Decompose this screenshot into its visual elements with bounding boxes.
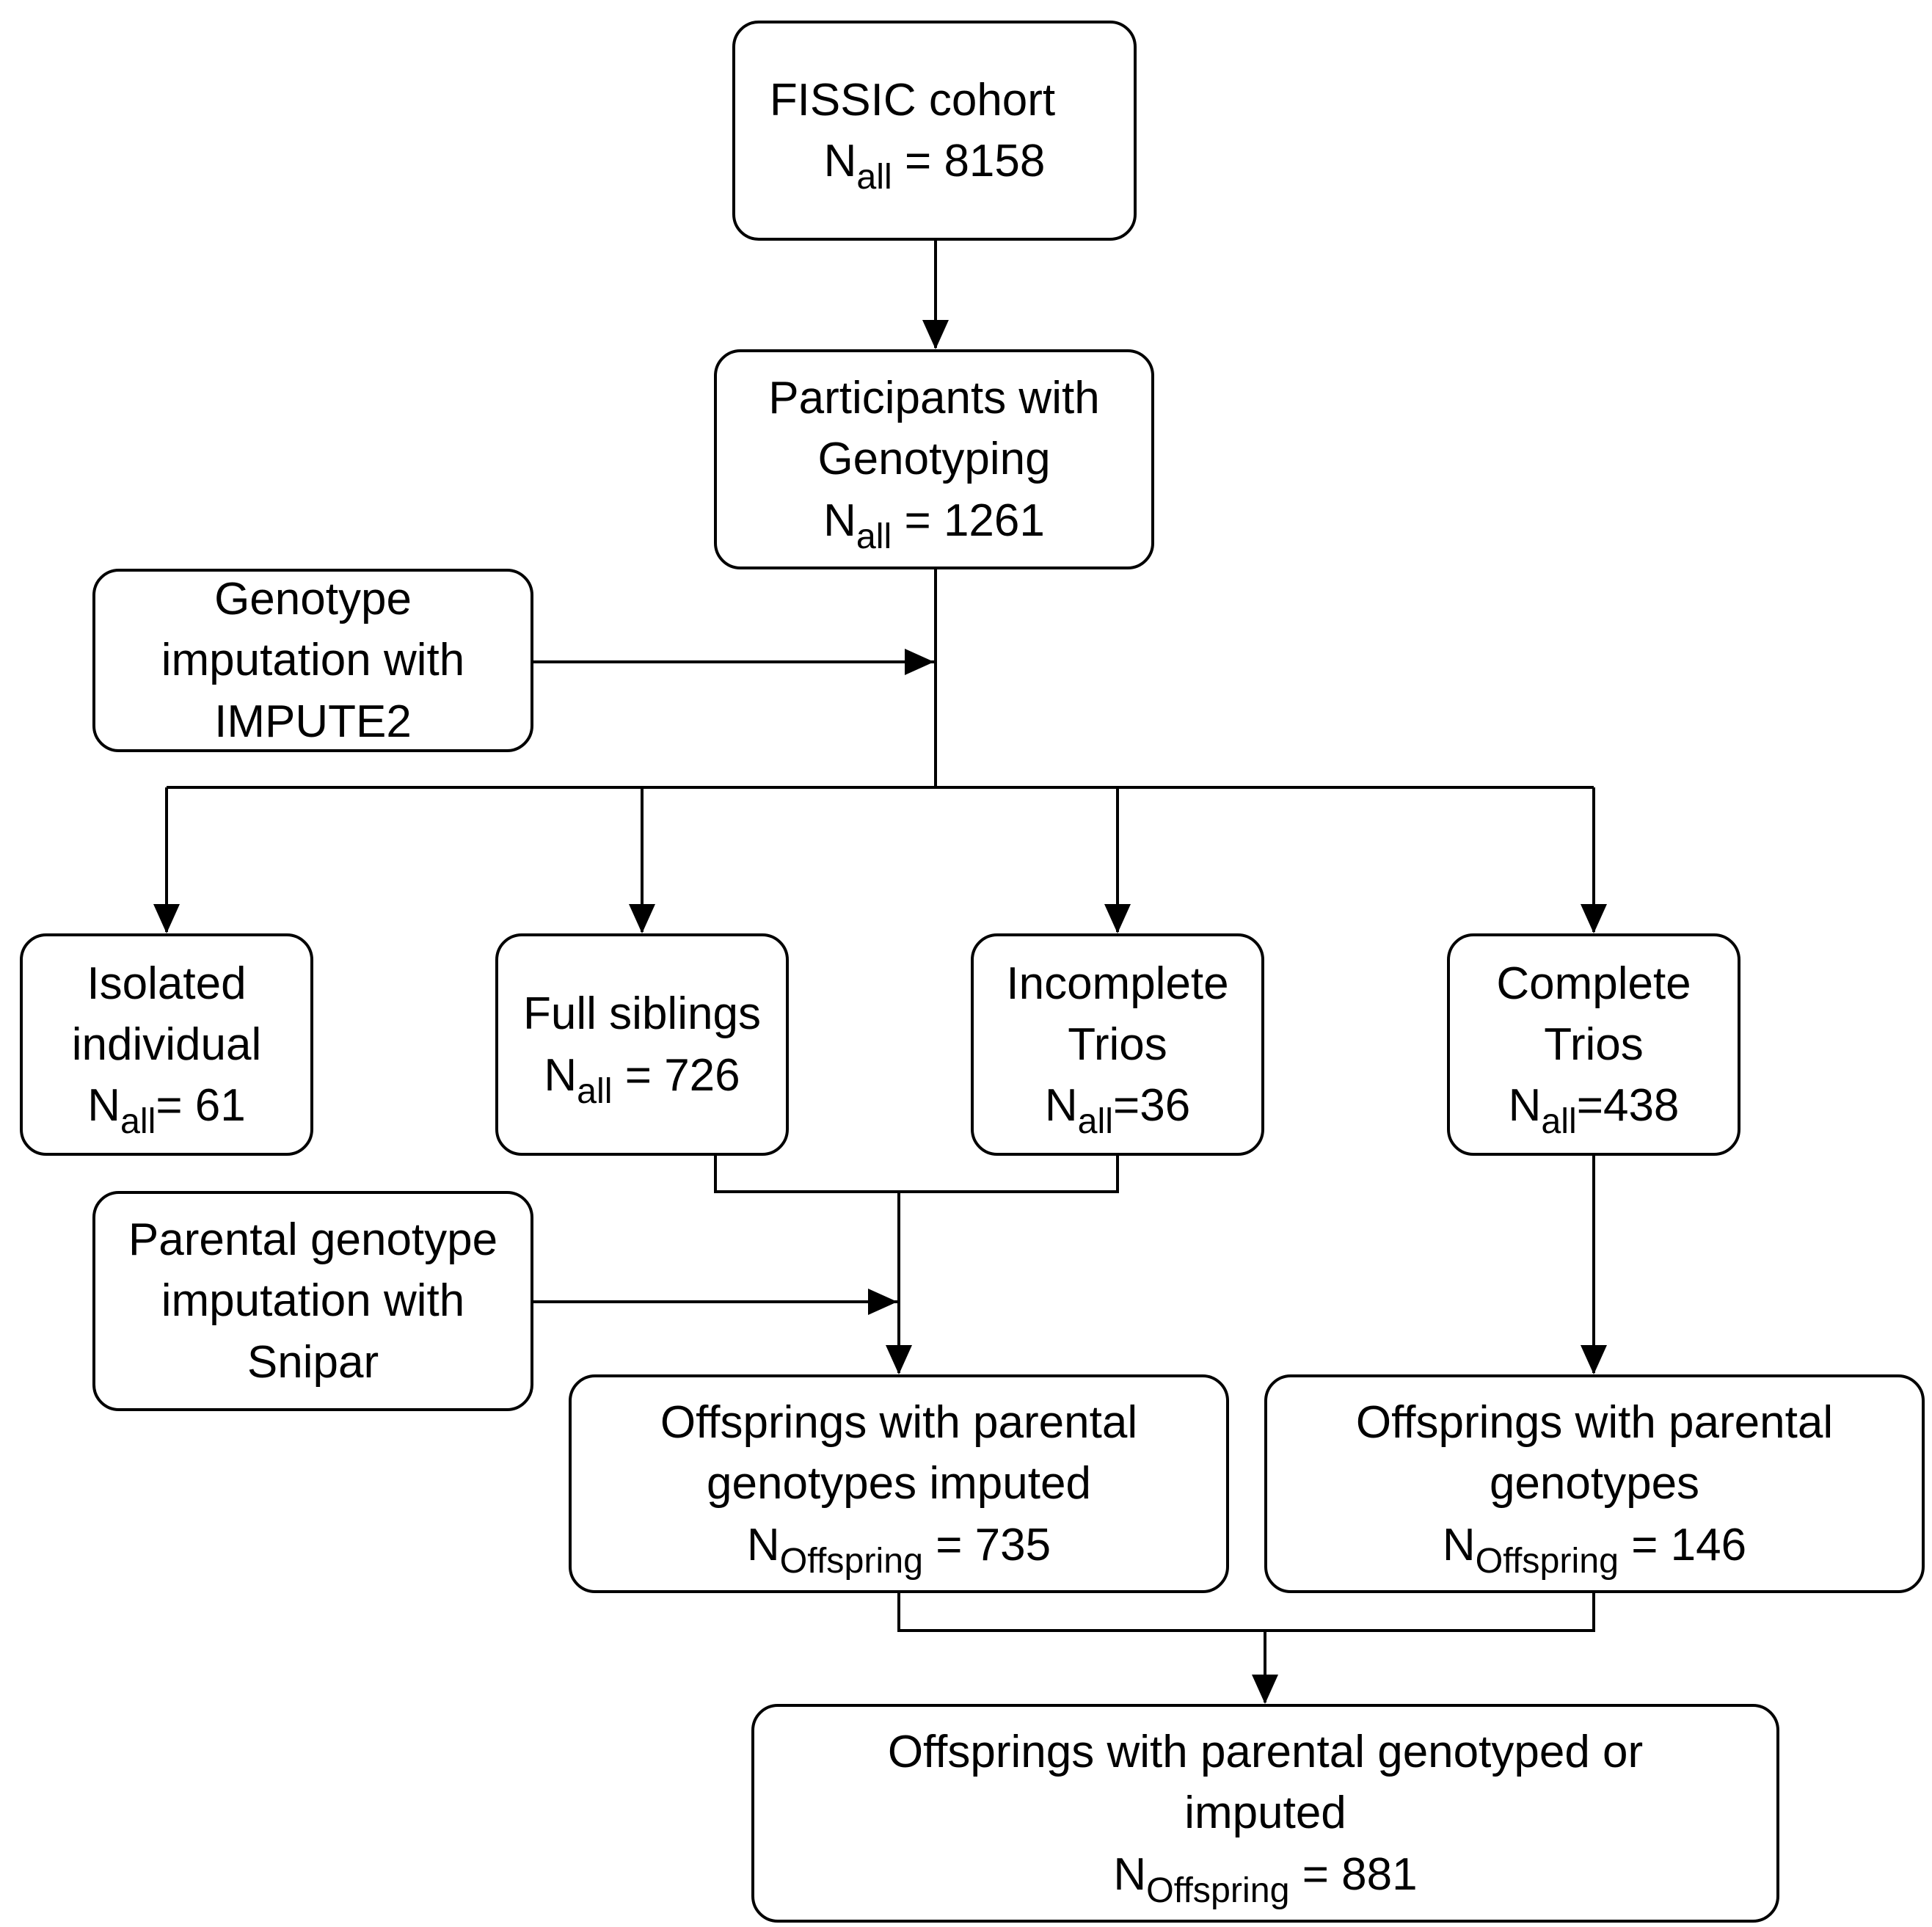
node-label: imputation with — [161, 635, 465, 686]
arrowhead — [1104, 904, 1131, 933]
node-label: Snipar — [247, 1336, 379, 1388]
node-offsprings-final: Offsprings with parental genotyped or im… — [751, 1704, 1779, 1923]
node-label: Parental genotype — [128, 1214, 498, 1266]
arrowhead — [1581, 1345, 1607, 1374]
node-count: NOffspring = 735 — [746, 1519, 1051, 1581]
node-label: Trios — [1068, 1019, 1167, 1070]
node-label: imputed — [1184, 1788, 1346, 1839]
node-label: Genotyping — [817, 434, 1051, 485]
arrowhead — [886, 1345, 912, 1374]
node-label: Participants with — [768, 373, 1100, 424]
node-offsprings-imputed: Offsprings with parental genotypes imput… — [569, 1374, 1229, 1593]
arrowhead — [868, 1289, 897, 1315]
node-isolated-individual: Isolated individual Nall= 61 — [20, 933, 313, 1156]
merge-offsprings — [897, 1593, 1595, 1632]
node-label: genotypes imputed — [707, 1458, 1091, 1509]
node-genotype-imputation-impute2: Genotype imputation with IMPUTE2 — [92, 569, 533, 752]
node-label: imputation with — [161, 1275, 465, 1327]
node-count: Nall = 8158 — [823, 136, 1046, 197]
node-count: Nall=438 — [1508, 1080, 1680, 1141]
node-incomplete-trios: Incomplete Trios Nall=36 — [971, 933, 1264, 1156]
node-label: Offsprings with parental genotyped or — [887, 1727, 1644, 1778]
node-label: IMPUTE2 — [214, 696, 412, 747]
node-count: NOffspring = 146 — [1442, 1519, 1747, 1581]
node-label: Genotype — [214, 574, 412, 625]
node-fissic-cohort: FISSIC cohort Nall = 8158 — [732, 21, 1137, 241]
node-label: Offsprings with parental — [660, 1397, 1138, 1449]
arrowhead — [922, 320, 949, 349]
node-count: Nall= 61 — [87, 1080, 246, 1141]
node-participants-genotyping: Participants with Genotyping Nall = 1261 — [714, 349, 1154, 569]
arrowhead — [153, 904, 180, 933]
node-label: Isolated — [87, 958, 247, 1009]
node-label: Trios — [1544, 1019, 1644, 1070]
node-count: NOffspring = 881 — [1113, 1848, 1418, 1910]
arrowhead — [1252, 1675, 1278, 1704]
node-parental-imputation-snipar: Parental genotype imputation with Snipar — [92, 1191, 533, 1411]
arrowhead — [905, 649, 934, 675]
node-count: Nall = 726 — [544, 1049, 740, 1111]
node-label: individual — [71, 1019, 262, 1070]
node-count: Nall = 1261 — [823, 495, 1045, 556]
merge-siblings-incomplete — [714, 1156, 1119, 1193]
arrowhead — [1581, 904, 1607, 933]
node-label: Offsprings with parental — [1355, 1397, 1834, 1449]
node-label: Full siblings — [523, 988, 761, 1040]
node-label: genotypes — [1489, 1458, 1700, 1509]
node-full-siblings: Full siblings Nall = 726 — [495, 933, 789, 1156]
node-label: Complete — [1496, 958, 1691, 1009]
node-label: FISSIC cohort — [769, 74, 1056, 125]
node-complete-trios: Complete Trios Nall=438 — [1447, 933, 1740, 1156]
arrowhead — [629, 904, 655, 933]
node-offsprings-genotyped: Offsprings with parental genotypes NOffs… — [1264, 1374, 1925, 1593]
node-count: Nall=36 — [1044, 1080, 1191, 1141]
node-label: Incomplete — [1006, 958, 1229, 1009]
